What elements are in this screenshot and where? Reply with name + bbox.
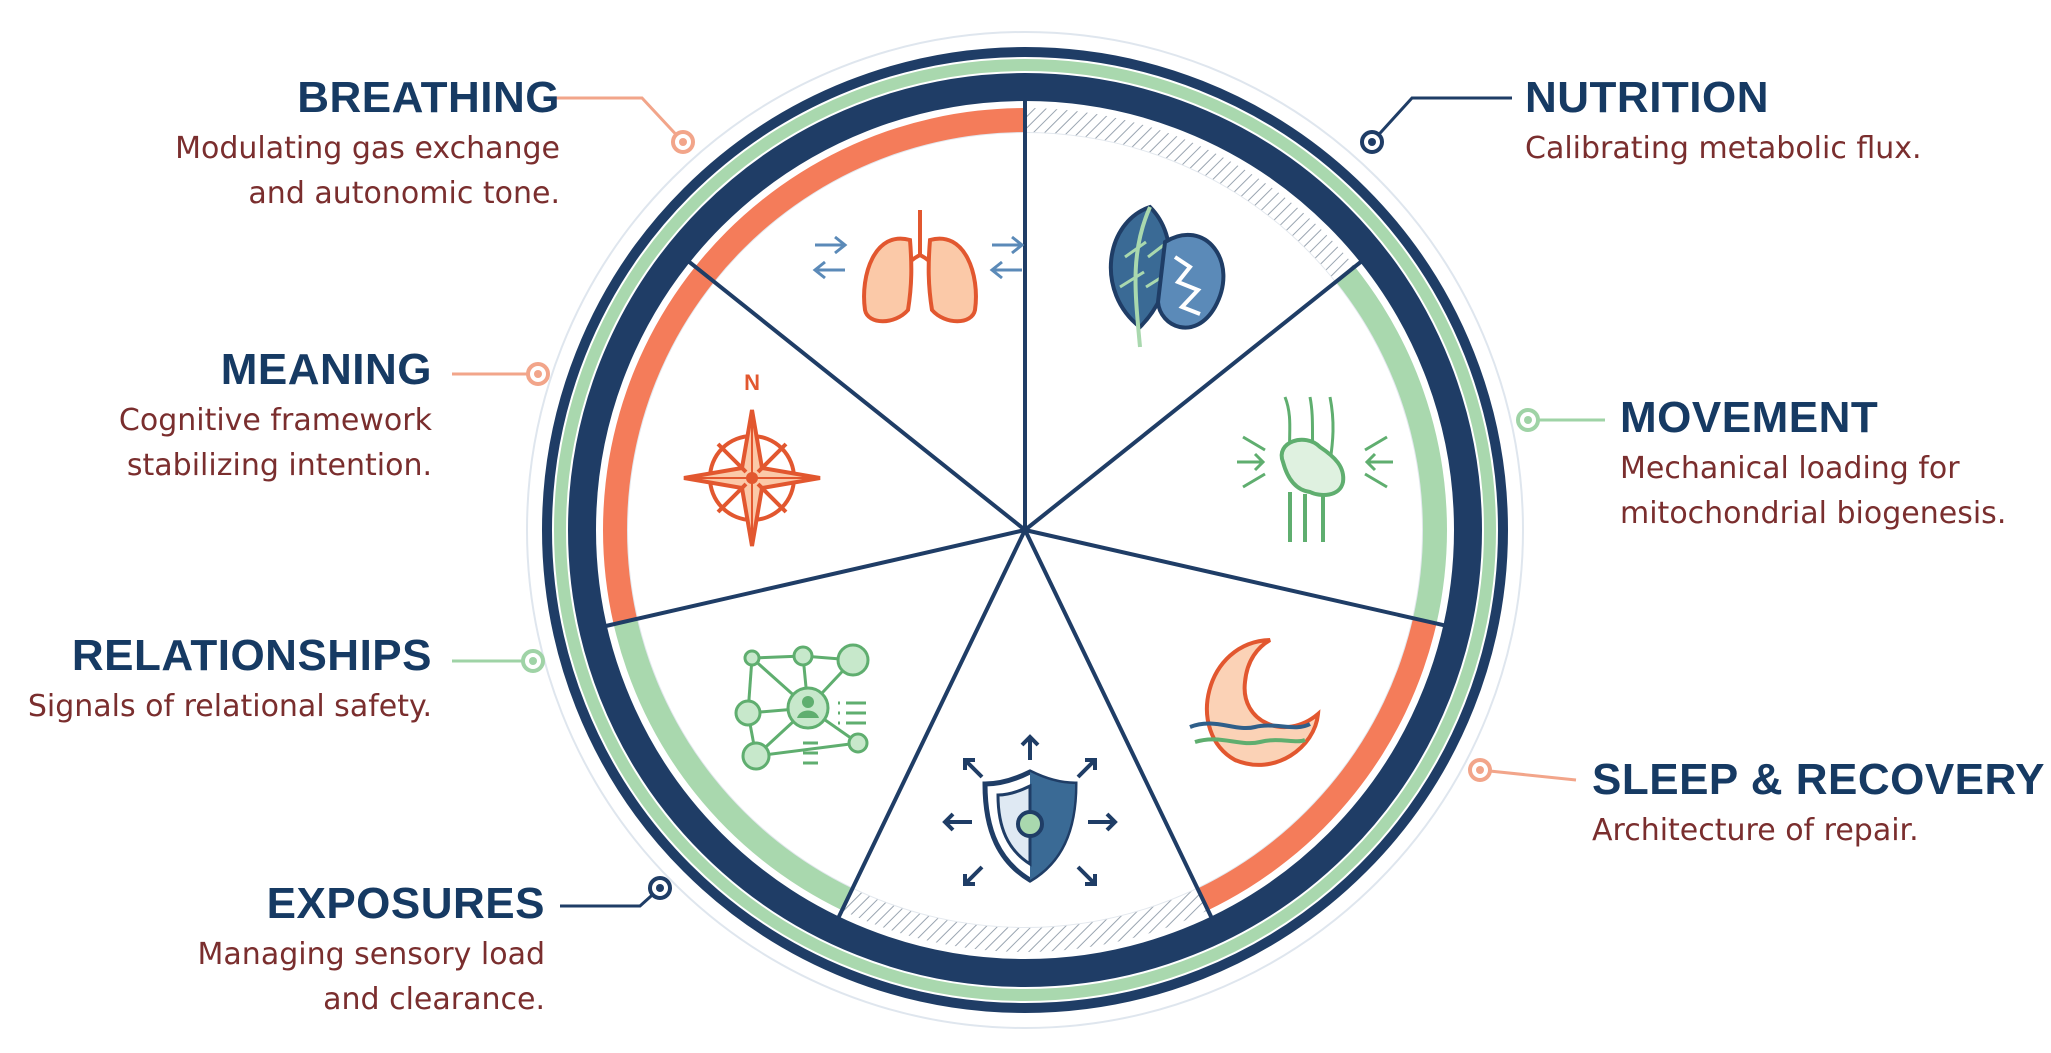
connector-line-breathing xyxy=(545,96,685,144)
compass-north-letter: N xyxy=(744,370,760,395)
connector-dot-center-movement xyxy=(1524,416,1532,424)
exposures-desc-line-2: and clearance. xyxy=(323,982,545,1018)
color-band-layer xyxy=(602,108,1447,953)
label-sleep: SLEEP & RECOVERY Architecture of repair. xyxy=(1592,755,2051,853)
nutrition-desc-line-1: Calibrating metabolic flux. xyxy=(1525,131,1922,167)
exposures-desc-line-1: Managing sensory load xyxy=(197,937,545,973)
breathing-title: BREATHING xyxy=(297,73,560,122)
spoke-4 xyxy=(1023,529,1214,919)
network-people-icon xyxy=(734,643,870,771)
meaning-desc-line-1: Cognitive framework xyxy=(118,403,432,439)
compass-icon: N xyxy=(683,370,821,547)
breathing-desc-line-1: Modulating gas exchange xyxy=(175,131,560,167)
connector-dot-center-exposures xyxy=(656,884,664,892)
knee-joint-icon xyxy=(1237,396,1393,542)
connector-dot-center-sleep xyxy=(1476,766,1484,774)
spoke-2 xyxy=(1023,260,1363,532)
band-breathing xyxy=(695,108,1025,282)
exposures-title: EXPOSURES xyxy=(266,879,545,928)
label-meaning: MEANING Cognitive framework stabilizing … xyxy=(0,345,432,488)
meaning-title: MEANING xyxy=(220,345,432,394)
label-nutrition: NUTRITION Calibrating metabolic flux. xyxy=(1525,73,2051,171)
label-relationships: RELATIONSHIPS Signals of relational safe… xyxy=(0,631,432,729)
connector-line-nutrition xyxy=(1370,96,1512,144)
spoke-6 xyxy=(605,528,1026,628)
band-sleep xyxy=(1197,618,1437,911)
nutrition-title: NUTRITION xyxy=(1525,73,1770,122)
spoke-layer xyxy=(605,100,1445,919)
outer-green-ring xyxy=(554,59,1496,1001)
sleep-desc-line-1: Architecture of repair. xyxy=(1592,813,1919,849)
movement-desc-line-1: Mechanical loading for xyxy=(1620,451,1960,487)
connector-dot-center-meaning xyxy=(534,370,542,378)
lungs-icon xyxy=(812,210,1025,324)
spoke-3 xyxy=(1024,528,1445,628)
movement-title: MOVEMENT xyxy=(1620,393,1879,442)
meaning-desc-line-2: stabilizing intention. xyxy=(126,448,432,484)
band-nutrition xyxy=(1025,108,1355,282)
label-movement: MOVEMENT Mechanical loading for mitochon… xyxy=(1620,393,2051,536)
breathing-desc-line-2: and autonomic tone. xyxy=(248,176,560,212)
faint-outer-ring xyxy=(526,31,1524,1029)
label-breathing: BREATHING Modulating gas exchange and au… xyxy=(0,73,560,216)
label-exposures: EXPOSURES Managing sensory load and clea… xyxy=(0,879,545,1022)
outer-navy-ring xyxy=(542,47,1508,1013)
band-meaning xyxy=(602,266,714,625)
leaf-mitochondria-icon xyxy=(1108,204,1226,348)
connector-line-sleep xyxy=(1479,768,1577,782)
relationships-desc-line-1: Signals of relational safety. xyxy=(27,689,432,725)
connector-line-exposures xyxy=(560,886,662,908)
band-relationships xyxy=(613,618,853,911)
connector-dot-center-breathing xyxy=(679,138,687,146)
shield-icon xyxy=(942,734,1118,886)
movement-desc-line-2: mitochondrial biogenesis. xyxy=(1620,496,2007,532)
connector-dot-center-relationships xyxy=(529,657,537,665)
spoke-5 xyxy=(836,529,1027,919)
connector-layer xyxy=(452,96,1605,908)
relationships-title: RELATIONSHIPS xyxy=(71,631,432,680)
connector-dot-center-nutrition xyxy=(1368,138,1376,146)
sleep-title: SLEEP & RECOVERY xyxy=(1592,755,2046,804)
band-exposures xyxy=(841,888,1209,953)
band-movement xyxy=(1336,266,1447,624)
main-navy-ring xyxy=(568,73,1482,987)
spoke-0 xyxy=(687,260,1027,532)
moon-waves-icon xyxy=(1189,638,1321,767)
